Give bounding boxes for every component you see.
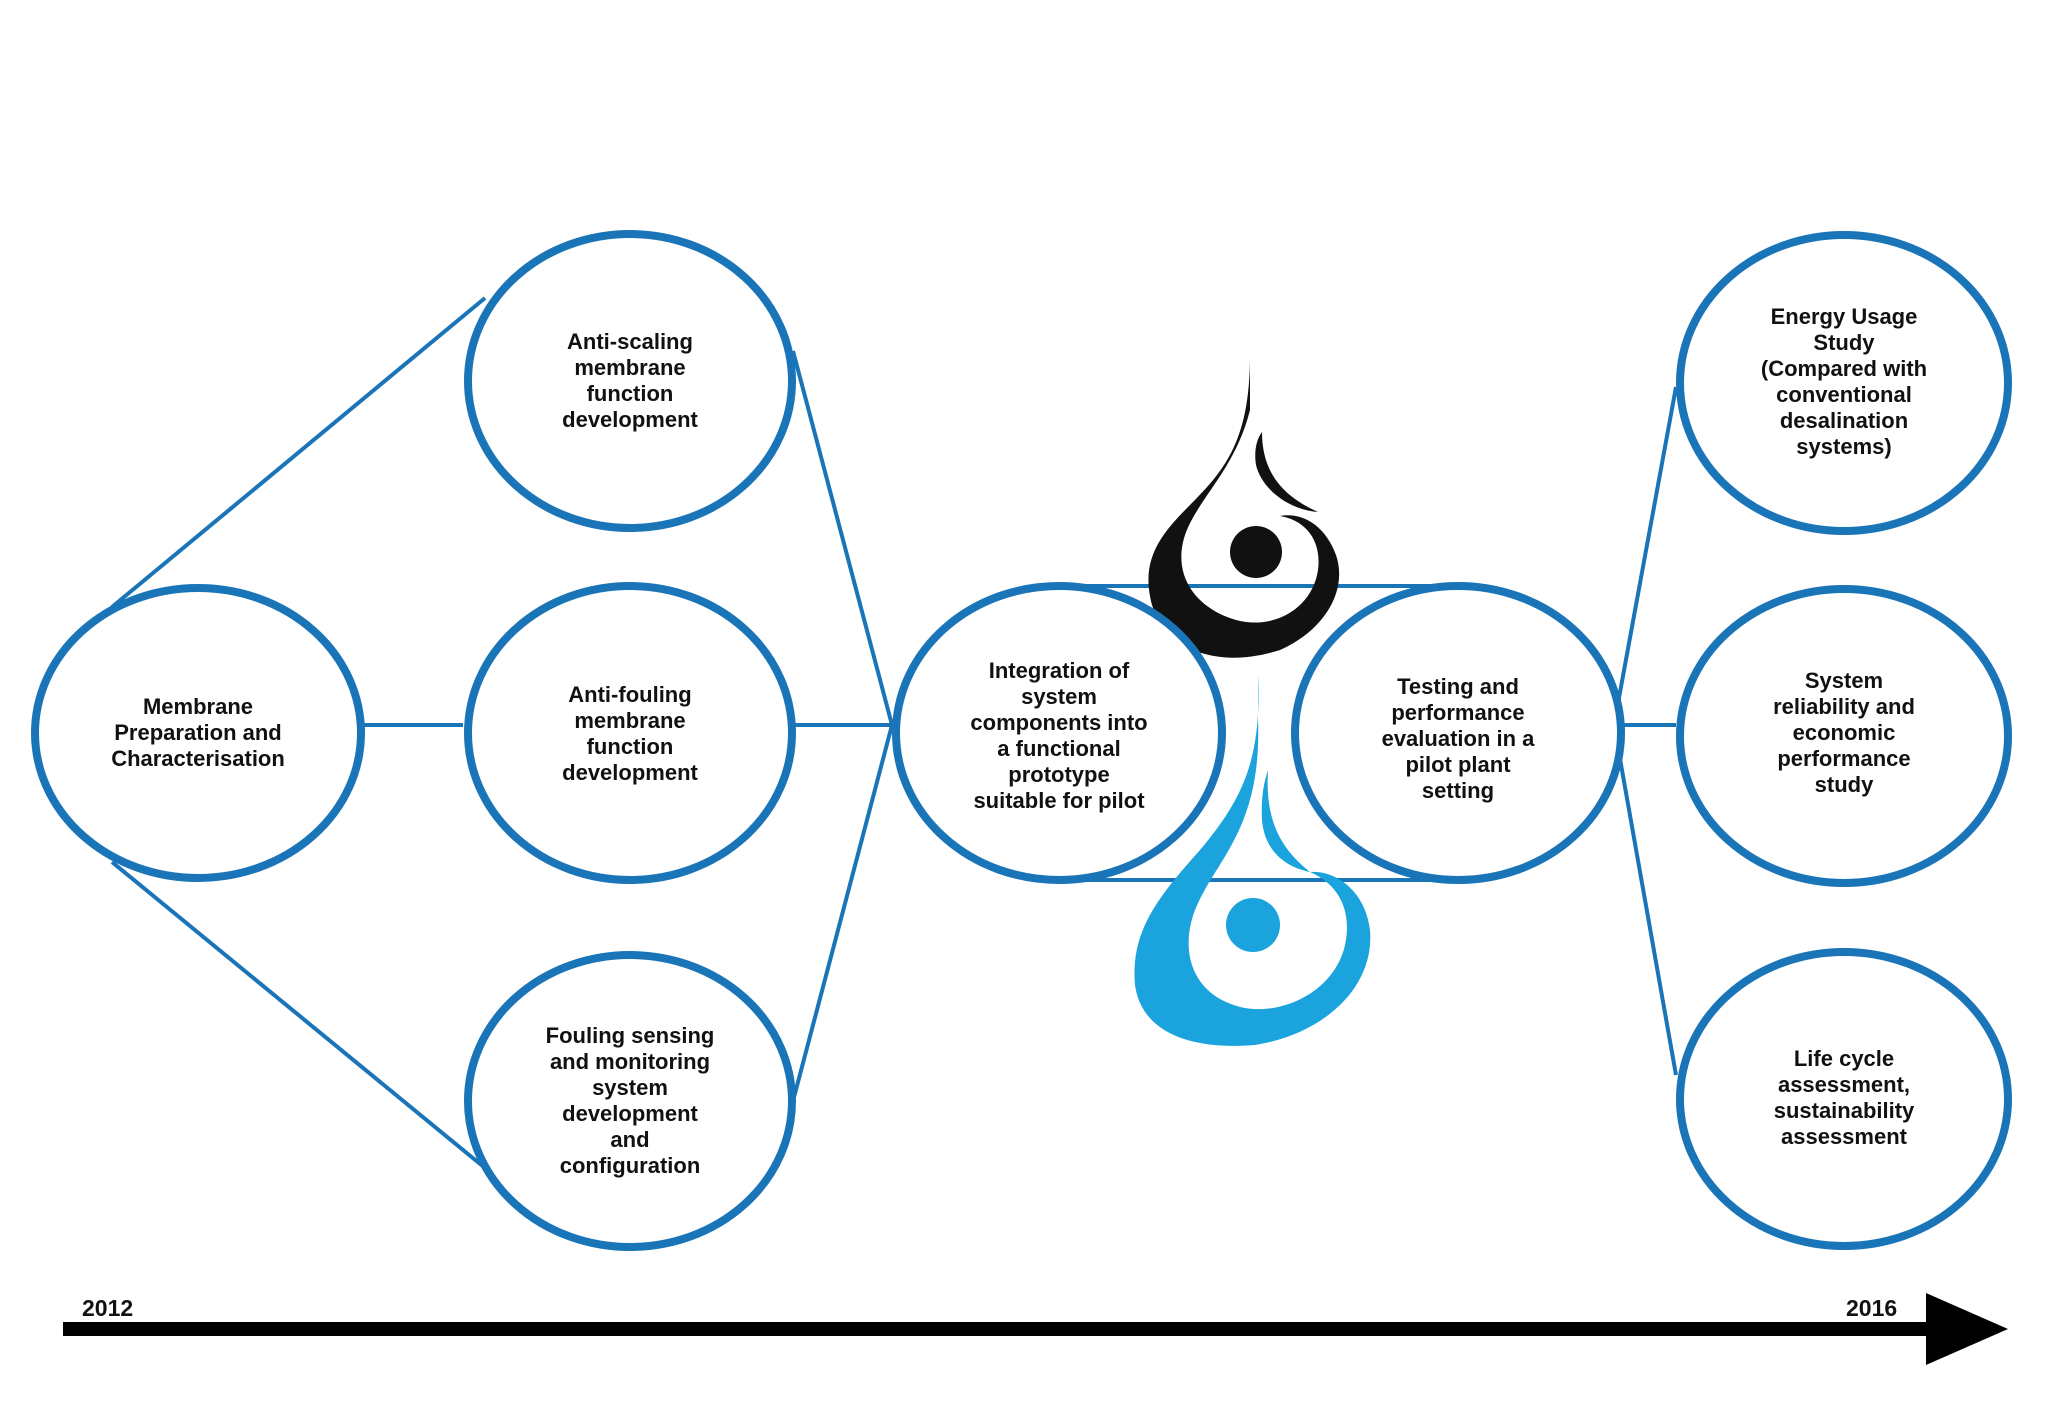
node-anti-fouling — [464, 582, 796, 884]
label-membrane-preparation: Membrane Preparation and Characterisatio… — [111, 694, 285, 771]
connector-fouling-sensing-to-integration — [791, 724, 894, 1102]
node-integration — [892, 582, 1226, 884]
timeline-start-year: 2012 — [82, 1295, 134, 1321]
label-anti-scaling: Anti-scaling membrane function developme… — [562, 329, 698, 432]
connector-prep-to-anti-scaling — [110, 296, 487, 609]
logo-dark-drop-swirl — [1255, 432, 1318, 512]
label-anti-fouling: Anti-fouling membrane function developme… — [562, 682, 698, 785]
node-testing — [1291, 582, 1625, 884]
logo-dark-drop-body — [1148, 355, 1340, 658]
node-membrane-preparation — [31, 584, 365, 882]
node-fouling-sensing — [464, 951, 796, 1251]
label-system-reliability: System reliability and economic performa… — [1773, 668, 1915, 797]
timeline-arrow — [63, 1293, 2008, 1365]
timeline-arrow-shaft — [63, 1322, 1933, 1336]
logo-light-drop-eye — [1226, 898, 1280, 952]
timeline-end-year: 2016 — [1846, 1295, 1898, 1321]
label-integration: Integration of system components into a … — [970, 658, 1148, 813]
label-energy-usage: Energy Usage Study (Compared with conven… — [1760, 304, 1928, 459]
node-energy-usage — [1676, 231, 2012, 535]
timeline-arrow-head — [1926, 1293, 2008, 1365]
node-circles — [31, 230, 2012, 1251]
label-testing: Testing and performance evaluation in a … — [1381, 674, 1535, 803]
connector-lines — [110, 296, 1678, 1170]
label-life-cycle: Life cycle assessment, sustainability as… — [1773, 1046, 1915, 1149]
connector-anti-scaling-to-integration — [791, 350, 894, 726]
connector-testing-to-life-cycle — [1612, 724, 1678, 1076]
node-anti-scaling — [464, 230, 796, 532]
logo-light-drop-body — [1134, 675, 1371, 1046]
node-life-cycle — [1676, 948, 2012, 1250]
connector-testing-to-energy-usage — [1612, 386, 1678, 726]
logo-light-drop-swirl — [1261, 770, 1310, 872]
logo-dark-drop-eye — [1230, 526, 1282, 578]
label-fouling-sensing: Fouling sensing and monitoring system de… — [545, 1023, 715, 1178]
connector-prep-to-fouling-sensing — [110, 860, 487, 1170]
node-system-reliability — [1676, 585, 2012, 887]
